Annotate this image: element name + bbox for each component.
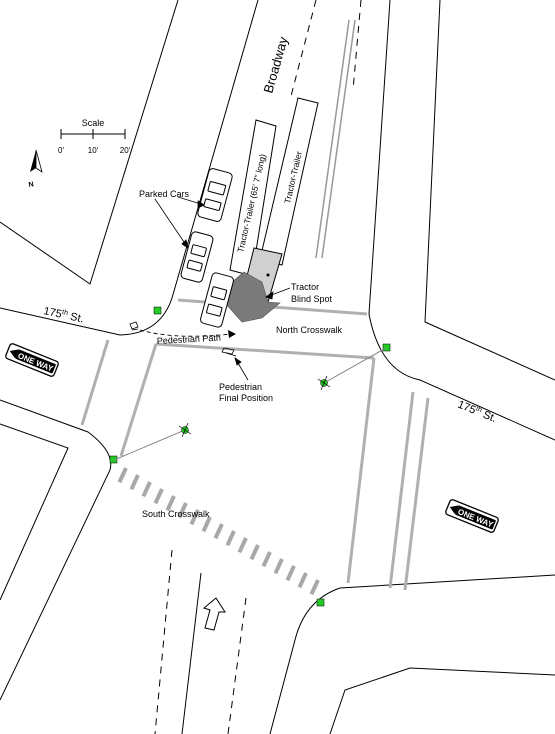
scale-tick-0: 0' xyxy=(58,146,64,155)
crosswalk-stripe xyxy=(189,509,200,526)
parked-cars-label: Parked Cars xyxy=(139,189,190,199)
street-label-175th-east: 175th St. xyxy=(456,399,498,425)
crosswalk-stripe xyxy=(309,579,320,596)
pedestrian-final-label-1: Pedestrian xyxy=(219,382,262,392)
blind-spot-label-1: Tractor xyxy=(291,282,319,292)
south-crosswalk-stripes xyxy=(117,467,320,596)
crosswalk-stripe xyxy=(153,488,164,505)
crosswalk-stripe xyxy=(129,474,140,491)
scale-title: Scale xyxy=(82,118,105,128)
pedestrian-final-label-2: Final Position xyxy=(219,393,273,403)
signal-ne xyxy=(317,343,391,391)
crosswalk-stripe xyxy=(117,467,128,484)
crosswalk-stripe xyxy=(177,502,188,519)
signal-nw xyxy=(153,306,162,315)
lane-solid-lines xyxy=(315,19,356,259)
pedestrian-final-pointer xyxy=(234,357,249,381)
scale-bar xyxy=(60,129,126,139)
street-label-broadway: Broadway xyxy=(260,35,290,95)
traffic-signals xyxy=(109,306,391,607)
parked-cars-pointers xyxy=(154,196,205,249)
one-way-sign-east: ONE WAY xyxy=(445,499,499,533)
crosswalk-stripe xyxy=(261,551,272,568)
crosswalk-stripe xyxy=(141,481,152,498)
southbound-lane-arrow-icon xyxy=(202,597,226,631)
crosswalk-stripe xyxy=(165,495,176,512)
tractor-trailer-2 xyxy=(259,97,319,266)
north-label: N xyxy=(28,181,34,189)
scale-tick-10: 10' xyxy=(88,146,99,155)
crosswalk-stripe xyxy=(273,558,284,575)
signal-se xyxy=(316,598,325,607)
parked-car-3 xyxy=(200,272,234,328)
crosswalk-stripe xyxy=(213,523,224,540)
pedestrian-path-label: Pedestrian Path xyxy=(157,333,221,346)
north-crosswalk-label: North Crosswalk xyxy=(276,325,343,335)
blind-spot-label-2: Blind Spot xyxy=(291,294,333,304)
crosswalk-stripe xyxy=(237,537,248,554)
signal-sw xyxy=(109,422,192,464)
scale-tick-20: 20' xyxy=(120,146,131,155)
lane-markings xyxy=(154,0,362,734)
crosswalk-stripe xyxy=(201,516,212,533)
crosswalk-stripe xyxy=(297,572,308,589)
pedestrian-final-position-icon xyxy=(221,347,237,357)
parked-car-1 xyxy=(197,168,233,222)
road-markings xyxy=(80,298,430,591)
parked-car-2 xyxy=(180,231,214,283)
north-arrow-icon: N xyxy=(28,149,43,189)
pedestrian-start-icon xyxy=(129,321,139,331)
one-way-sign-west: ONE WAY xyxy=(5,343,59,377)
crosswalk-stripe xyxy=(225,530,236,547)
pedestrian-path xyxy=(139,329,236,338)
blind-spot-pointer xyxy=(265,287,291,300)
street-label-175th-west: 175th St. xyxy=(42,305,84,325)
crosswalk-stripe xyxy=(249,544,260,561)
crosswalk-stripe xyxy=(285,565,296,582)
south-crosswalk-label: South Crosswalk xyxy=(142,509,210,519)
